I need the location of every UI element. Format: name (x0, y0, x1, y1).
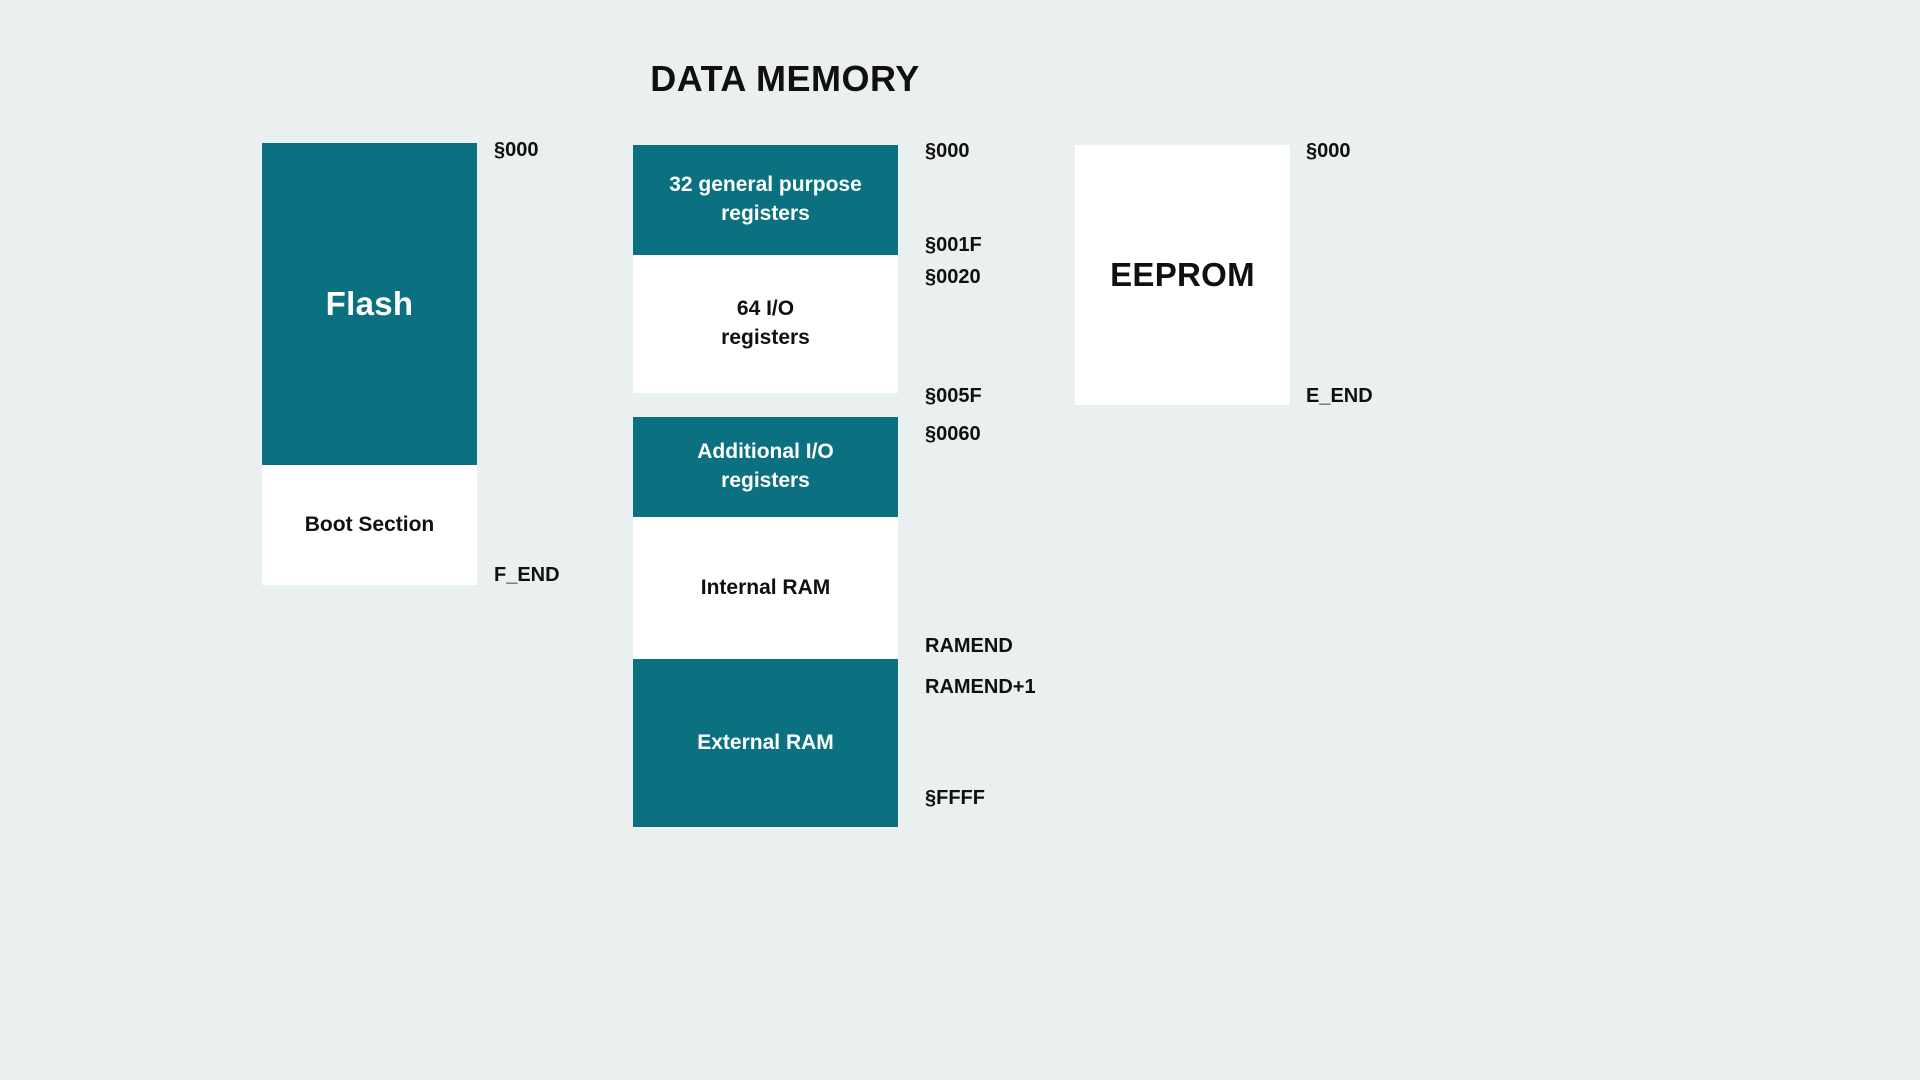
data-memory-address-0060: §0060 (925, 423, 981, 445)
general-purpose-registers-block: 32 general purpose registers (633, 145, 898, 255)
general-purpose-registers-label: 32 general purpose registers (669, 173, 862, 225)
eeprom-address-end: E_END (1306, 385, 1373, 407)
boot-section-block: Boot Section (262, 465, 477, 585)
eeprom-block-label: EEPROM (1110, 256, 1255, 294)
data-memory-address-0020: §0020 (925, 266, 981, 288)
boot-section-block-label: Boot Section (304, 512, 435, 536)
flash-block: Flash (262, 143, 477, 465)
io-registers-block: 64 I/O registers (633, 255, 898, 393)
data-memory-address-ramend: RAMEND (925, 635, 1013, 657)
external-ram-block: External RAM (633, 659, 898, 827)
internal-ram-label: Internal RAM (700, 575, 831, 599)
data-memory-address-ffff: §FFFF (925, 787, 985, 809)
page-title: DATA MEMORY (650, 58, 920, 99)
eeprom-block: EEPROM (1075, 145, 1290, 405)
internal-ram-block: Internal RAM (633, 517, 898, 659)
flash-address-end: F_END (494, 564, 560, 586)
flash-address-start: §000 (494, 139, 539, 161)
external-ram-label: External RAM (697, 730, 834, 754)
io-registers-label: 64 I/O registers (721, 297, 810, 349)
flash-block-label: Flash (325, 285, 414, 323)
data-memory-address-ramend-plus-1: RAMEND+1 (925, 676, 1036, 698)
additional-io-registers-label: Additional I/O registers (697, 440, 834, 492)
additional-io-registers-block: Additional I/O registers (633, 417, 898, 517)
eeprom-address-start: §000 (1306, 140, 1351, 162)
data-memory-address-0000: §000 (925, 140, 970, 162)
data-memory-address-005f: §005F (925, 385, 982, 407)
data-memory-address-001f: §001F (925, 234, 982, 256)
